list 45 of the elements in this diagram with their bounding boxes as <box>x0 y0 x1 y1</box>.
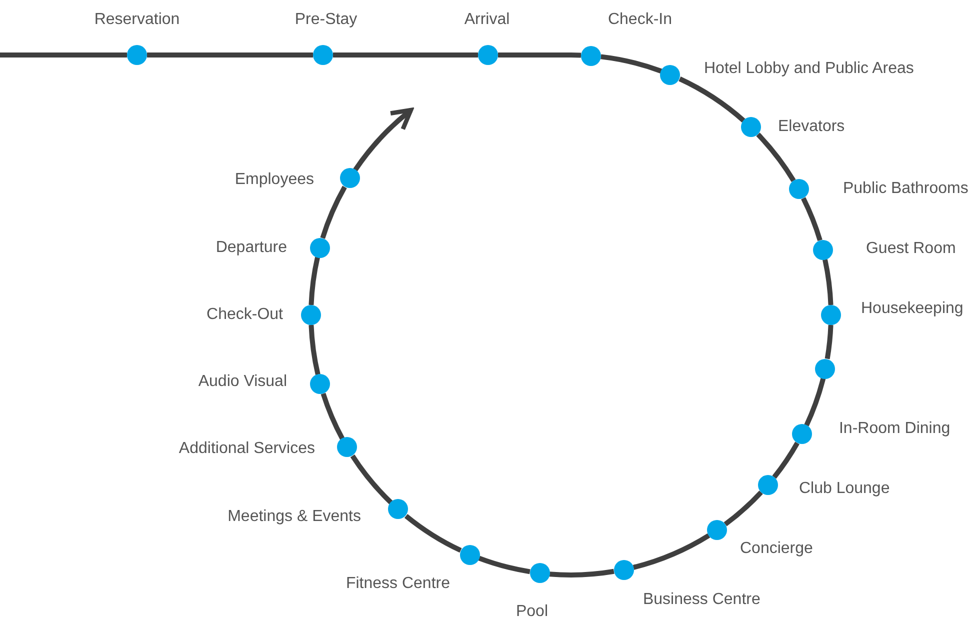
stop-label: Club Lounge <box>798 478 890 499</box>
path-line <box>724 490 763 526</box>
stop-label: Fitness Centre <box>346 574 450 594</box>
stop-label: Concierge <box>740 538 813 559</box>
path-line <box>333 52 478 58</box>
path-line <box>320 186 347 239</box>
path-line <box>801 197 822 242</box>
stop-label: Arrival <box>464 10 510 30</box>
path-line <box>147 52 313 58</box>
path-line <box>822 259 834 306</box>
path-line <box>804 378 826 426</box>
path-line <box>308 324 320 375</box>
stop-label: Meetings & Events <box>228 506 361 527</box>
stop-label: Hotel Lobby and Public Areas <box>704 58 914 79</box>
path-line <box>678 76 746 123</box>
path-line <box>404 514 462 553</box>
stop-label: Check-In <box>608 10 672 30</box>
path-line <box>308 256 320 306</box>
stop-label: Check-Out <box>206 305 283 325</box>
stop-label: Reservation <box>94 10 180 30</box>
stop-label: Business Centre <box>642 590 760 610</box>
path-line <box>756 132 796 182</box>
stop-dot <box>815 358 836 379</box>
path-line <box>550 568 614 578</box>
stop-label: In-Room Dining <box>838 418 950 439</box>
path-line <box>600 54 662 74</box>
stop-label: Elevators <box>778 116 845 137</box>
stop-label: Employees <box>234 170 314 190</box>
stop-label: Pool <box>516 602 548 622</box>
path-line <box>350 454 393 504</box>
path-line <box>772 442 800 479</box>
stop-label: Housekeeping <box>861 299 964 319</box>
path-line <box>498 52 582 58</box>
stop-label: Pre-Stay <box>294 10 358 30</box>
stop-label: Public Bathrooms <box>842 178 968 199</box>
path-line <box>478 556 530 574</box>
stop-label: Guest Room <box>866 238 956 259</box>
path-line <box>824 324 834 360</box>
path-line <box>320 392 345 440</box>
path-line <box>0 52 127 58</box>
path-line <box>632 533 710 570</box>
arrow <box>353 108 414 172</box>
stop-label: Departure <box>216 238 287 258</box>
stop-label: Audio Visual <box>198 372 287 392</box>
stop-label: Additional Services <box>178 438 315 459</box>
